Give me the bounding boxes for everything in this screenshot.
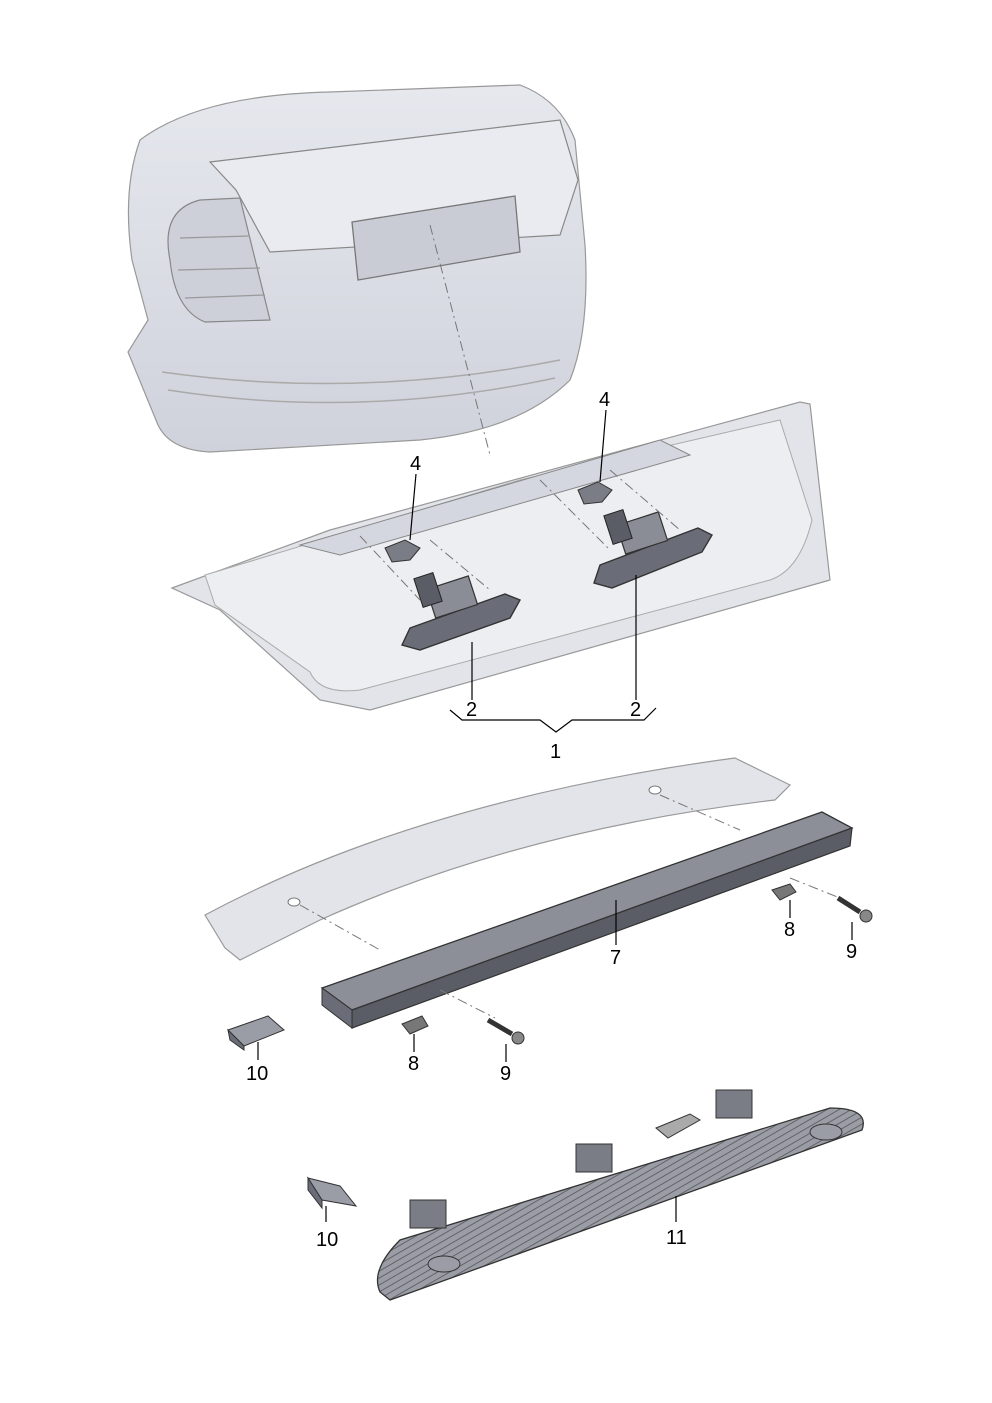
screw-right: [836, 895, 873, 923]
callout-10-upper: 10: [246, 1063, 268, 1085]
callout-9-right: 9: [846, 941, 857, 963]
callout-1: 1: [550, 741, 561, 763]
callout-7: 7: [610, 947, 621, 969]
bulb-left: [401, 1015, 429, 1035]
brake-light-housing: [320, 811, 854, 1030]
callout-4-left: 4: [410, 453, 421, 475]
bulb-holder-upper: [227, 1015, 285, 1051]
callout-2-left: 2: [466, 699, 477, 721]
callout-11: 11: [666, 1227, 687, 1249]
license-plate-lamp-left: [401, 572, 521, 651]
tailgate-panel-illustration: [170, 401, 831, 711]
group-bracket: [449, 707, 657, 733]
rear-spoiler-panel: [204, 757, 792, 961]
clip-left: [384, 539, 421, 563]
callout-10-lower: 10: [316, 1229, 338, 1251]
car-rear-illustration: [127, 84, 587, 456]
screw-left: [486, 1017, 525, 1045]
bulb-right: [771, 883, 797, 901]
callout-8-right: 8: [784, 919, 795, 941]
callout-2-right: 2: [630, 699, 641, 721]
led-light-strip: [376, 1089, 864, 1301]
bulb-holder-lower: [306, 1176, 358, 1210]
callout-9-left: 9: [500, 1063, 511, 1085]
license-plate-lamp-right: [593, 509, 713, 589]
callout-4-right: 4: [599, 389, 610, 411]
callout-8-left: 8: [408, 1053, 419, 1075]
clip-right: [577, 481, 613, 505]
